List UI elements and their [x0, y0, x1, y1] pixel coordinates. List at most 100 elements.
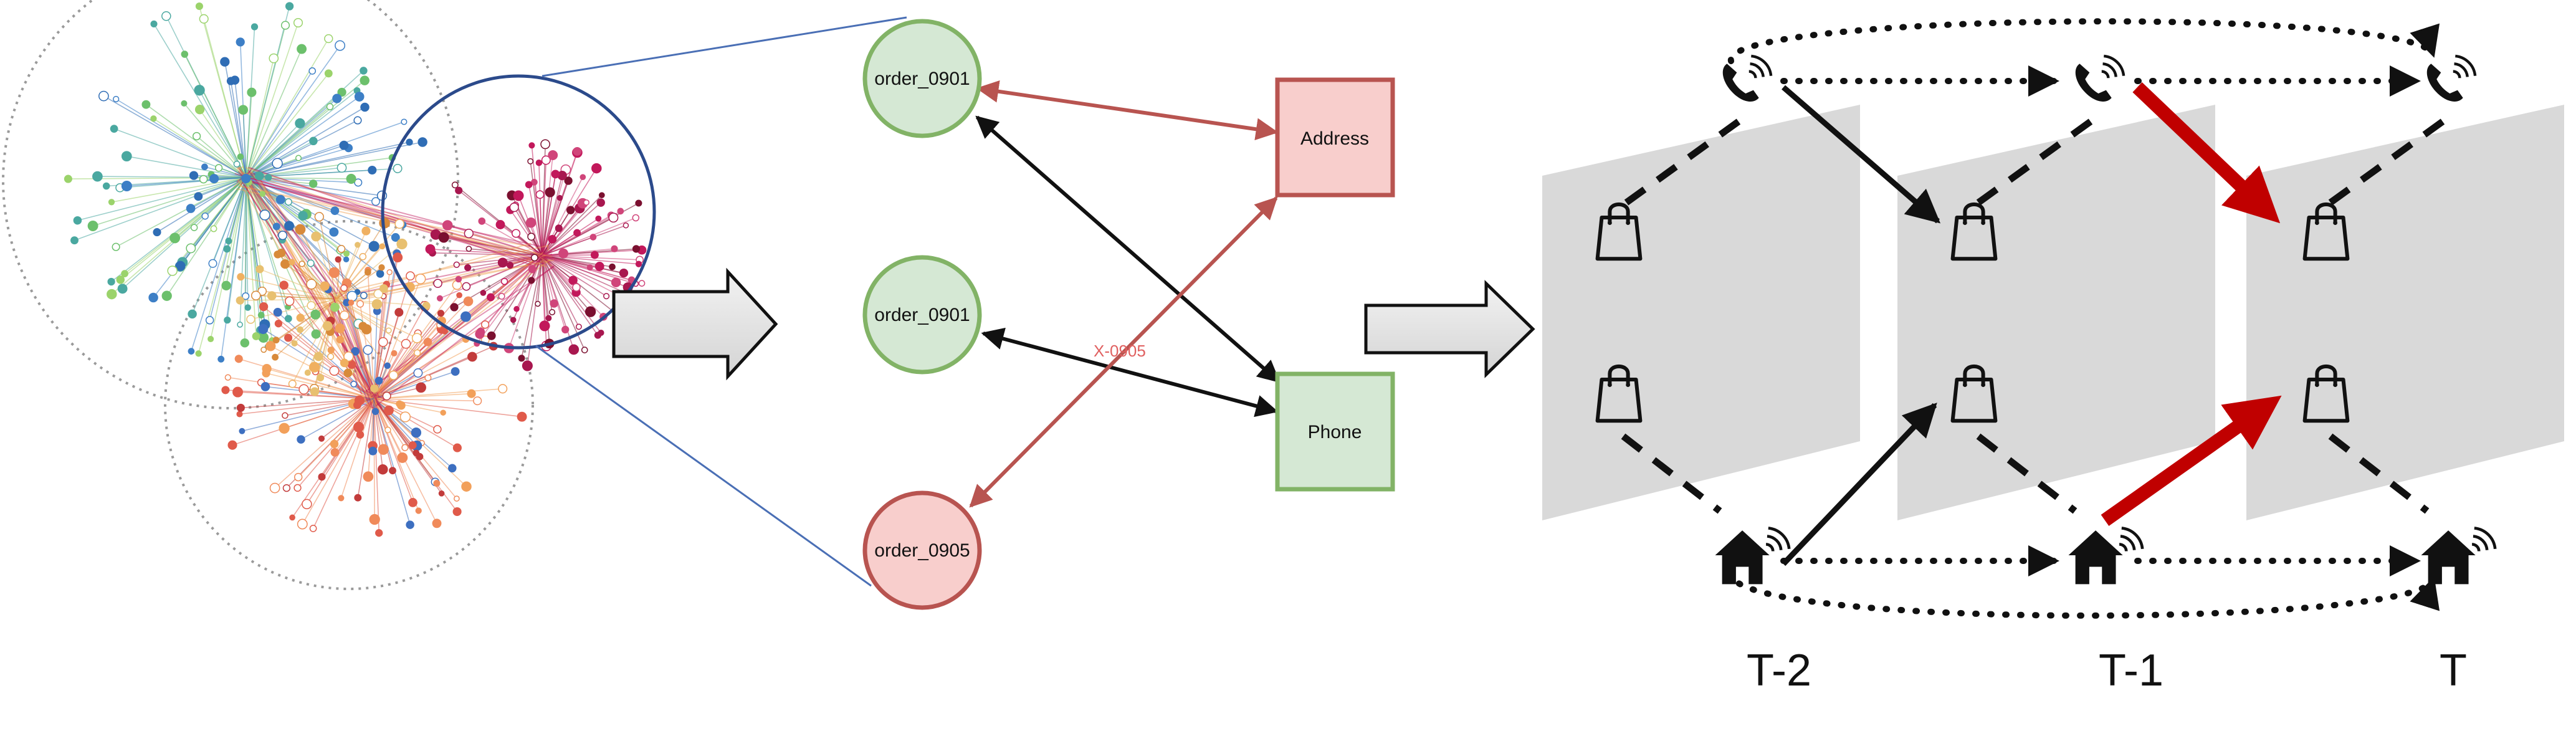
network-edge [298, 398, 374, 478]
network-node [237, 322, 243, 328]
network-node [351, 347, 360, 356]
home-wifi-icon [2069, 528, 2143, 584]
network-node [518, 355, 525, 362]
network-node [522, 360, 533, 371]
network-node [295, 155, 302, 161]
network-node [527, 158, 534, 165]
network-node [354, 178, 363, 187]
network-edge [437, 255, 543, 284]
network-edge [541, 151, 578, 256]
network-node [306, 279, 317, 290]
network-node [632, 245, 641, 253]
network-edge [320, 299, 337, 378]
network-edge [246, 22, 299, 178]
network-node [269, 53, 279, 64]
network-node [347, 360, 356, 370]
network-node [308, 179, 318, 188]
network-node [194, 105, 205, 115]
network-edge [510, 209, 543, 256]
network-node [391, 233, 400, 242]
network-node [550, 299, 558, 308]
network-node [548, 150, 558, 160]
network-edge [191, 177, 247, 351]
network-node [432, 518, 442, 528]
order-node-1-label: order_0901 [874, 69, 970, 89]
network-edge [246, 177, 381, 275]
network-edge [246, 45, 341, 178]
network-edge [203, 19, 247, 178]
network-edge [469, 248, 543, 256]
network-node [275, 194, 285, 204]
network-edge [257, 176, 333, 293]
edge-label: X-0905 [1094, 342, 1146, 360]
network-node [161, 11, 171, 21]
network-edge [126, 155, 247, 178]
network-node [240, 338, 250, 348]
dash-bag5-home2 [1976, 433, 2077, 514]
network-edge [246, 157, 393, 178]
temporal-graph-panel: T-2 T-1 T [1542, 18, 2564, 695]
network-edge [300, 299, 337, 318]
network-node [598, 192, 605, 199]
network-node [423, 337, 432, 346]
network-node [285, 296, 295, 306]
network-node [361, 324, 372, 335]
network-edge [336, 267, 382, 300]
home-arc-bottom [1728, 569, 2440, 619]
network-node [338, 495, 345, 502]
network-node [282, 412, 289, 419]
network-node [573, 146, 582, 156]
network-edge [237, 391, 374, 399]
network-node [608, 213, 619, 223]
network-node [360, 67, 368, 75]
network-node [289, 514, 295, 521]
zoom-line-top [541, 16, 907, 77]
network-edge [246, 177, 249, 308]
network-edge [246, 147, 349, 178]
network-node [603, 293, 610, 300]
network-node [310, 387, 320, 396]
network-edge [328, 244, 549, 296]
network-node [406, 520, 414, 529]
network-node [199, 14, 209, 24]
network-node [353, 421, 365, 432]
network-node [564, 176, 573, 185]
network-edge [373, 398, 522, 418]
network-node [260, 382, 270, 391]
network-node [356, 300, 365, 308]
network-node [272, 337, 280, 344]
network-node [451, 181, 459, 189]
network-node [433, 480, 441, 487]
network-node [161, 290, 172, 301]
network-node [277, 248, 286, 257]
cluster-boundary-top [2, 0, 459, 409]
network-edge [153, 118, 247, 178]
network-node [272, 353, 279, 361]
network-node [368, 446, 378, 456]
network-edge [230, 80, 247, 178]
network-edge [250, 299, 337, 320]
network-edge [246, 38, 329, 178]
network-node [433, 279, 442, 289]
network-edge [250, 172, 531, 247]
network-edge [336, 299, 417, 339]
network-node [413, 349, 421, 356]
network-node [148, 292, 158, 303]
network-edge [490, 255, 543, 298]
network-node [425, 244, 436, 254]
network-edge [501, 255, 543, 297]
network-edge [234, 80, 247, 178]
network-node [394, 308, 404, 317]
network-edge [274, 398, 374, 489]
network-node [221, 280, 231, 290]
network-node [238, 105, 249, 115]
network-node [313, 351, 323, 361]
network-node [580, 174, 586, 181]
network-node [401, 338, 411, 349]
network-edge [368, 252, 545, 391]
network-node [314, 212, 324, 222]
network-node [378, 464, 388, 475]
network-node [549, 308, 556, 315]
network-node [73, 216, 82, 225]
network-edge [194, 177, 247, 228]
